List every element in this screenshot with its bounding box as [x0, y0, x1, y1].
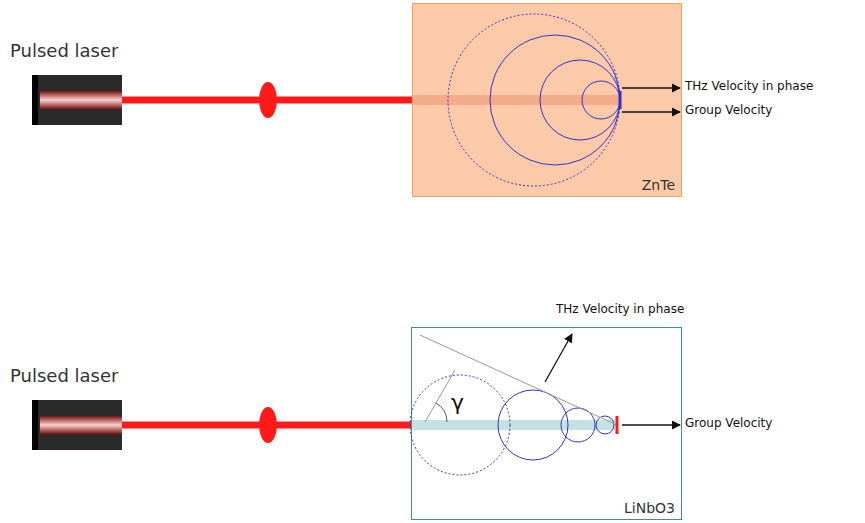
velocity-arrow — [622, 424, 680, 425]
velocity-label: Group Velocity — [685, 104, 772, 118]
velocity-arrow — [622, 111, 680, 112]
crystal-label: LiNbO3 — [624, 500, 675, 516]
angle-label: γ — [451, 390, 464, 415]
laser-body — [32, 400, 122, 450]
laser-body — [32, 75, 122, 125]
node-heading: Pulsed laser — [10, 41, 118, 62]
velocity-arrow — [622, 87, 680, 88]
crystal-label: ZnTe — [642, 177, 675, 193]
velocity-label: Group Velocity — [685, 417, 772, 431]
node-heading: Pulsed laser — [10, 366, 118, 387]
laser-source: Pulsed laser — [32, 75, 122, 125]
laser-source: Pulsed laser — [32, 400, 122, 450]
pulse-mark — [619, 91, 622, 109]
pulse-mark — [616, 416, 619, 434]
beam-in-crystal — [413, 95, 620, 105]
lens — [259, 407, 277, 443]
lens — [259, 82, 277, 118]
velocity-label: THz Velocity in phase — [556, 303, 684, 317]
beam-in-crystal — [412, 420, 615, 430]
velocity-label: THz Velocity in phase — [685, 80, 813, 94]
